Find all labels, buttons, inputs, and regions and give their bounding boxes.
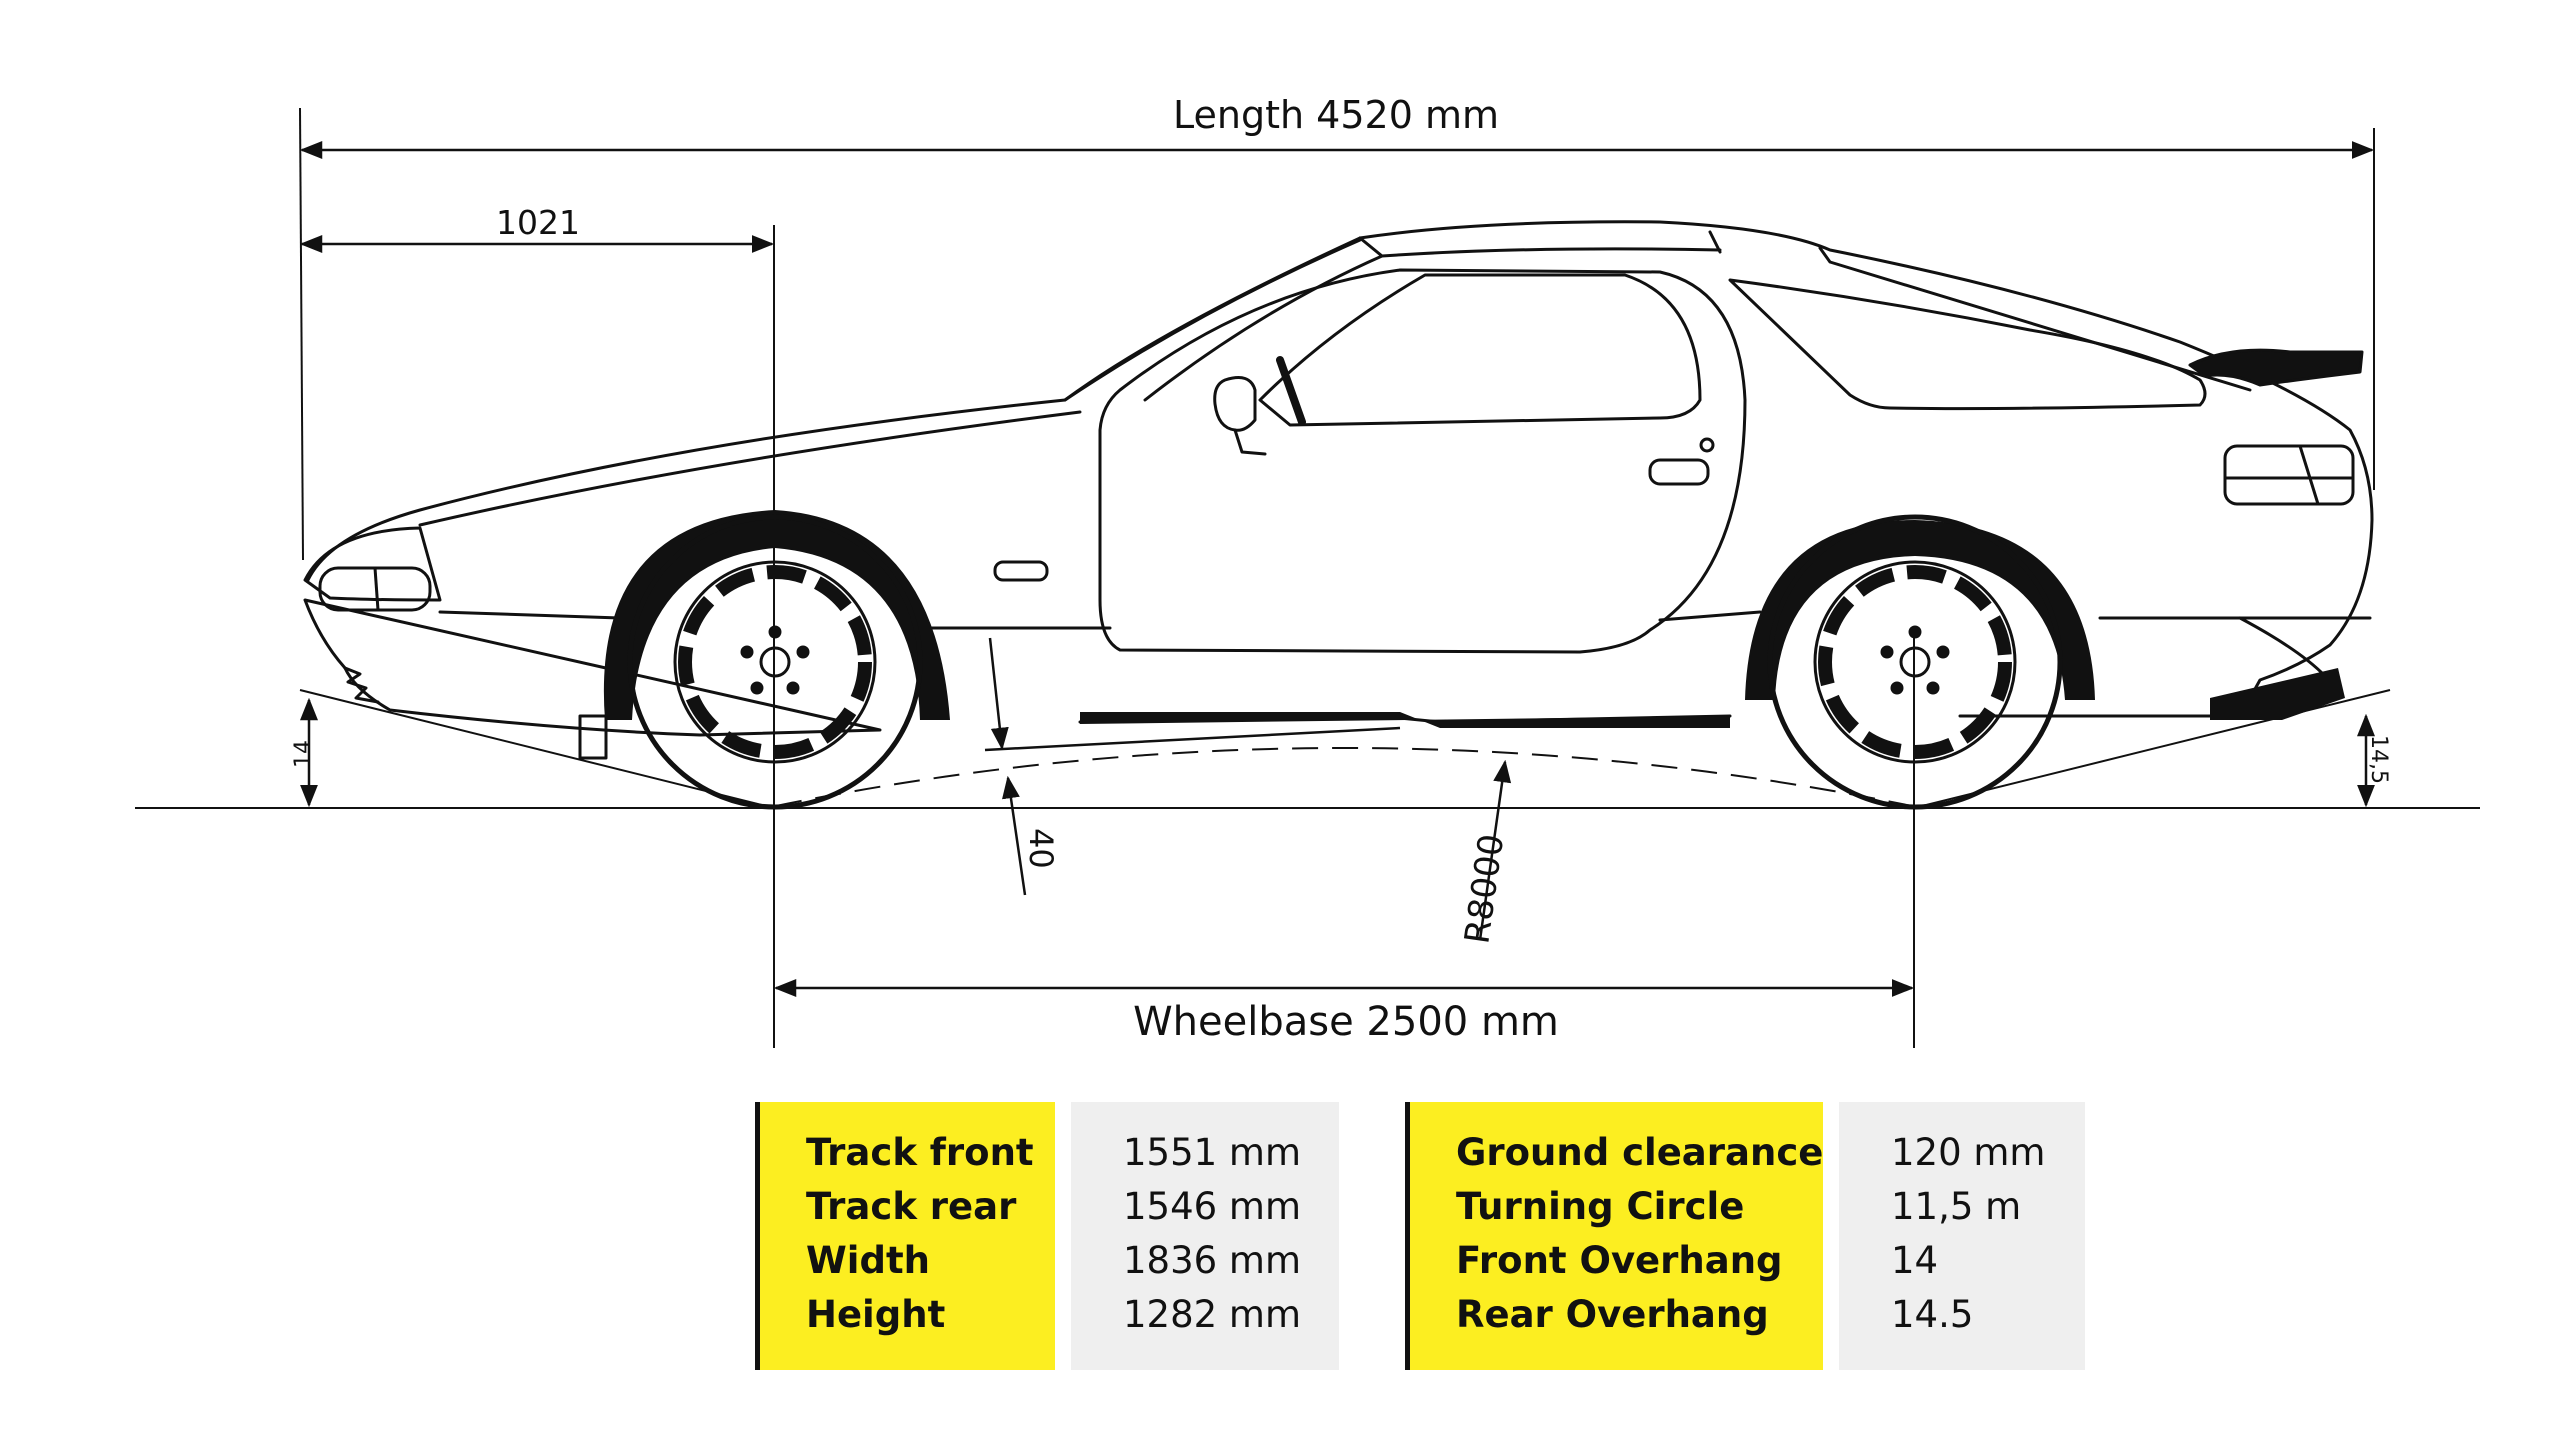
ramp-clearance-label: 40 xyxy=(1022,828,1060,869)
rear-wheel-arch xyxy=(1745,520,2095,700)
length-label: Length 4520 mm xyxy=(1173,93,1499,137)
front-to-axle-label: 1021 xyxy=(496,203,580,242)
spec-values-left: 1551 mm 1546 mm 1836 mm 1282 mm xyxy=(1071,1102,1339,1370)
front-extension-line xyxy=(299,107,304,561)
radius-pointer xyxy=(1478,759,1512,941)
wheelbase-label: Wheelbase 2500 mm xyxy=(1133,999,1559,1045)
spec-table-left: Track front Track rear Width Height 1551… xyxy=(755,1102,1339,1370)
front-angle-label: 14 xyxy=(291,740,316,768)
front-wheel-arch xyxy=(603,510,950,720)
spec-label: Track rear xyxy=(806,1185,1017,1228)
ramp-clearance-bottom-arrow xyxy=(1002,775,1027,896)
ramp-clearance-top-arrow xyxy=(988,637,1009,751)
spec-labels-right: Ground clearance Turning Circle Front Ov… xyxy=(1405,1102,1823,1370)
approach-angle-line xyxy=(299,689,775,809)
spec-label: Front Overhang xyxy=(1456,1239,1783,1282)
spec-values-right: 120 mm 11,5 m 14 14.5 xyxy=(1839,1102,2085,1370)
spec-value: 1546 mm xyxy=(1123,1185,1302,1228)
spec-labels-left: Track front Track rear Width Height xyxy=(755,1102,1055,1370)
spec-label: Height xyxy=(806,1293,946,1336)
spec-label: Ground clearance xyxy=(1456,1131,1824,1174)
spec-label: Turning Circle xyxy=(1456,1185,1745,1228)
car-dimension-drawing: Length 4520 mm 1021 Wheelbase 2500 mm 14… xyxy=(135,93,2480,1048)
spec-value: 120 mm xyxy=(1891,1131,2046,1174)
ramp-clearance-upper-line xyxy=(984,726,1401,752)
rear-underbody xyxy=(2210,668,2345,720)
spec-label: Track front xyxy=(806,1131,1034,1174)
spec-value: 1551 mm xyxy=(1123,1131,1302,1174)
spec-value: 1836 mm xyxy=(1123,1239,1302,1282)
spec-label: Width xyxy=(806,1239,931,1282)
spec-value: 14.5 xyxy=(1891,1293,1974,1336)
ramp-radius-arc xyxy=(775,747,1913,807)
radius-label: R8000 xyxy=(1457,832,1512,947)
spec-label: Rear Overhang xyxy=(1456,1293,1769,1336)
rear-angle-label: 14,5 xyxy=(2366,735,2391,784)
spec-value: 14 xyxy=(1891,1239,1939,1282)
rear-wheel xyxy=(1767,514,2063,810)
spec-value: 11,5 m xyxy=(1891,1185,2022,1228)
underbody xyxy=(1080,712,1730,728)
car-outline xyxy=(303,220,2374,760)
front-wheel xyxy=(627,514,923,810)
spec-value: 1282 mm xyxy=(1123,1293,1302,1336)
spec-table-right: Ground clearance Turning Circle Front Ov… xyxy=(1405,1102,2085,1370)
